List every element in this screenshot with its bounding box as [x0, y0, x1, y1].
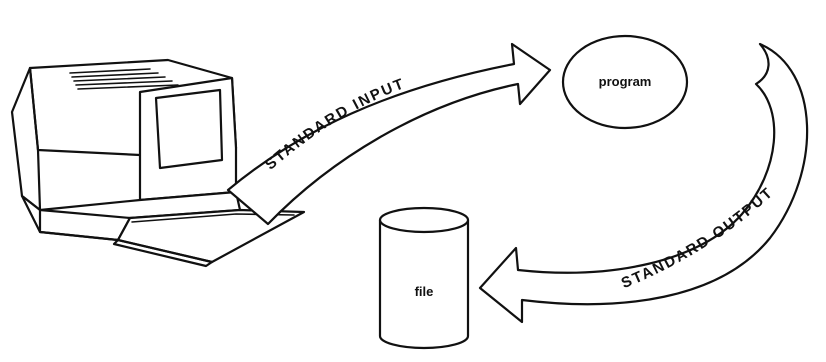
file-label: file: [415, 284, 434, 299]
terminal-icon: [10, 58, 306, 268]
file-cylinder-icon: file: [378, 206, 470, 350]
program-label: program: [599, 74, 652, 89]
program-node: program: [561, 34, 689, 130]
standard-input-arrow: [226, 42, 552, 226]
standard-output-arrow: [478, 42, 809, 324]
